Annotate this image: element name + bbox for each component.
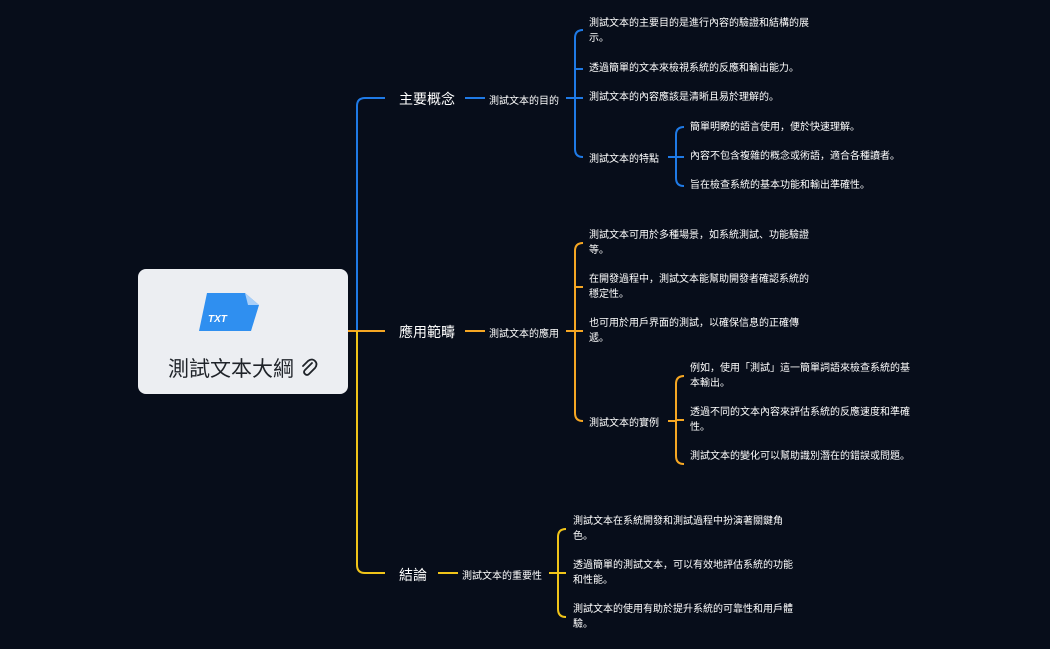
leaf-item[interactable]: 測試文本的內容應該是清晰且易於理解的。 — [589, 92, 779, 103]
subtopic-application[interactable]: 測試文本的應用 — [489, 329, 559, 340]
svg-text:TXT: TXT — [208, 314, 228, 325]
leaf-item[interactable]: 測試文本可用於多種場景，如系統測試、功能驗證等。 — [589, 230, 809, 256]
leaf-item[interactable]: 測試文本的主要目的是進行內容的驗證和結構的展示。 — [589, 18, 809, 44]
txt-file-icon: TXT — [199, 293, 259, 331]
leaf-item[interactable]: 透過簡單的測試文本，可以有效地評估系統的功能和性能。 — [573, 560, 793, 586]
branch-conclusion[interactable]: 結論 — [399, 568, 427, 584]
leaf-item[interactable]: 測試文本在系統開發和測試過程中扮演著關鍵角色。 — [573, 516, 783, 542]
leaf-item[interactable]: 簡單明瞭的語言使用，便於快速理解。 — [690, 122, 860, 133]
leaf-item[interactable]: 測試文本的變化可以幫助識別潛在的錯誤或問題。 — [690, 451, 910, 462]
leaf-item[interactable]: 在開發過程中，測試文本能幫助開發者確認系統的穩定性。 — [589, 274, 809, 300]
subtopic-features[interactable]: 測試文本的特點 — [589, 154, 659, 165]
leaf-item[interactable]: 也可用於用戶界面的測試，以確保信息的正確傳遞。 — [589, 318, 799, 344]
leaf-item[interactable]: 例如，使用「測試」這一簡單詞語來檢查系統的基本輸出。 — [690, 363, 910, 389]
subtopic-importance[interactable]: 測試文本的重要性 — [462, 571, 542, 582]
root-node[interactable]: TXT 測試文本大綱 — [138, 269, 348, 394]
root-title: 測試文本大綱 — [138, 353, 348, 383]
subtopic-examples[interactable]: 測試文本的實例 — [589, 418, 659, 429]
leaf-item[interactable]: 透過簡單的文本來檢視系統的反應和輸出能力。 — [589, 63, 799, 74]
leaf-item[interactable]: 測試文本的使用有助於提升系統的可靠性和用戶體驗。 — [573, 604, 793, 630]
root-title-text: 測試文本大綱 — [168, 357, 294, 381]
branch-application-scope[interactable]: 應用範疇 — [399, 325, 455, 341]
subtopic-purpose[interactable]: 測試文本的目的 — [489, 96, 559, 107]
attachment-icon[interactable] — [300, 358, 318, 378]
branch-main-concept[interactable]: 主要概念 — [399, 92, 455, 108]
leaf-item[interactable]: 旨在檢查系統的基本功能和輸出準確性。 — [690, 180, 870, 191]
leaf-item[interactable]: 內容不包含複雜的概念或術語，適合各種讀者。 — [690, 151, 900, 162]
leaf-item[interactable]: 透過不同的文本內容來評估系統的反應速度和準確性。 — [690, 407, 910, 433]
